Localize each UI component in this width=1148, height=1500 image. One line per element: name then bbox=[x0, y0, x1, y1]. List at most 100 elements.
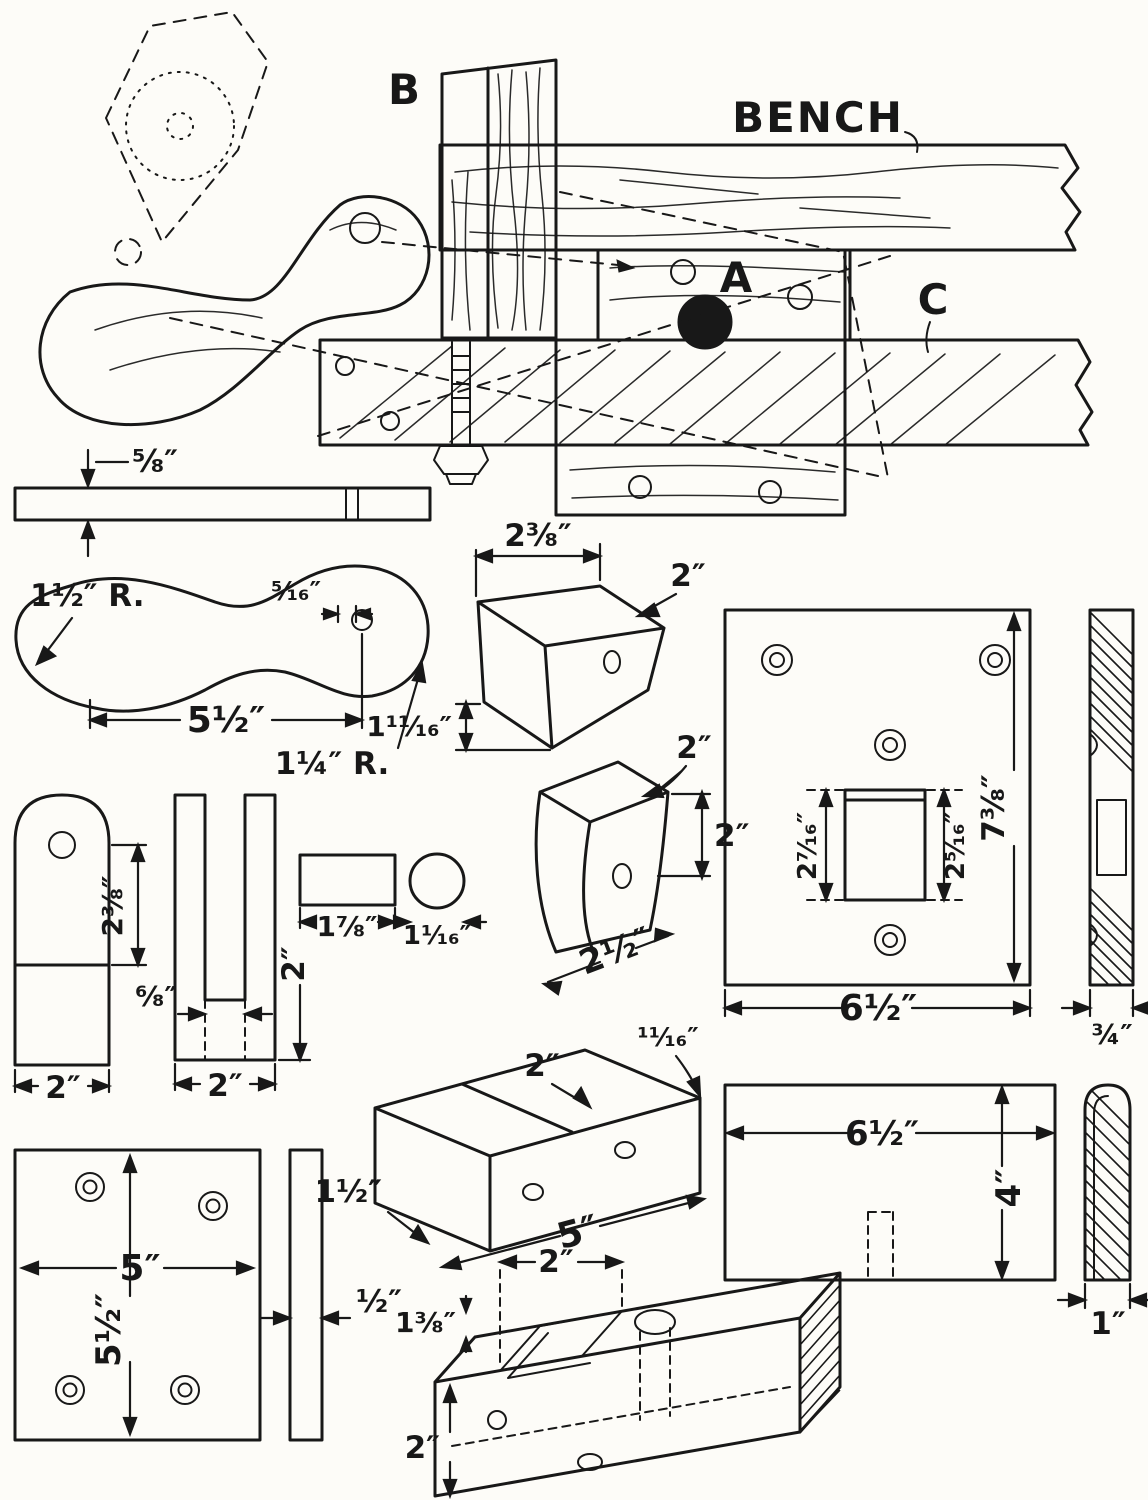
hidden-line bbox=[169, 317, 879, 477]
dim-wedge-width bbox=[472, 542, 604, 598]
part-face-plate-edge: ¾″ bbox=[1060, 608, 1148, 1051]
dim-wedge-depth-arrow bbox=[634, 592, 678, 618]
dim-text: 6½″ bbox=[845, 1114, 919, 1154]
dim-end-radius-arrow bbox=[34, 616, 74, 667]
back-edge-hatch bbox=[1084, 1090, 1131, 1281]
face-plate-slot bbox=[843, 788, 927, 902]
slide-hole bbox=[614, 1141, 636, 1159]
dim-text: 7⅜″ bbox=[976, 774, 1012, 842]
dim-notch-width bbox=[496, 1254, 626, 1270]
face-edge-outline bbox=[1088, 608, 1135, 987]
fork-hidden-slot bbox=[204, 999, 246, 1061]
dim-face-width bbox=[721, 988, 1034, 1018]
dim-text: 2″ bbox=[538, 1244, 574, 1280]
bench-board-outline bbox=[438, 143, 1082, 252]
part-back-plate-edge: 1″ bbox=[1056, 1083, 1148, 1342]
guide-bottom-hole bbox=[577, 1453, 603, 1471]
dim-text: 1¼″ R. bbox=[275, 746, 390, 782]
bench-grain-lines bbox=[451, 164, 1059, 237]
alternate-pivot-circle bbox=[166, 112, 194, 140]
screw-head bbox=[380, 411, 400, 431]
slot-extension-lines bbox=[805, 789, 963, 901]
dim-fork-width bbox=[171, 1062, 279, 1092]
cam-outline bbox=[534, 760, 670, 954]
dim-text: 2″ bbox=[670, 558, 706, 594]
dim-text: 1⅜″ bbox=[395, 1306, 456, 1339]
base-plate-outline bbox=[13, 1148, 262, 1442]
label-part-a: A bbox=[720, 253, 755, 302]
screw-outer bbox=[198, 1191, 228, 1221]
hidden-hole-circle bbox=[114, 238, 142, 266]
bolt-nut bbox=[433, 445, 489, 485]
dim-dowel-dia bbox=[386, 914, 488, 930]
part-handle-bar-side: ⅝″ bbox=[13, 444, 432, 558]
dim-base-width bbox=[18, 1260, 257, 1276]
dim-strip-thickness bbox=[80, 448, 130, 558]
part-cam-block: 2″ 2″ 2½″ bbox=[534, 730, 750, 996]
screw-head bbox=[335, 356, 355, 376]
dim-text: ¾″ bbox=[1091, 1018, 1133, 1051]
part-filler-block: 1⅞″ bbox=[296, 853, 399, 943]
strap-outline bbox=[13, 793, 111, 1067]
dim-text: 2″ bbox=[714, 818, 750, 854]
dim-base-thickness bbox=[258, 1310, 352, 1326]
part-handle-top: 1½″ R. ⁵⁄₁₆″ 5½″ 1¼″ R. bbox=[14, 564, 430, 782]
slide-hole bbox=[522, 1183, 544, 1201]
screw-outer bbox=[979, 644, 1011, 676]
dim-text: ¹¹⁄₁₆″ bbox=[637, 1023, 699, 1053]
dim-text: 1¹¹⁄₁₆″ bbox=[366, 710, 452, 743]
handle-hole bbox=[351, 609, 373, 631]
handle-pivot-hole bbox=[349, 212, 381, 244]
dim-guide-height bbox=[442, 1382, 458, 1500]
screw-head bbox=[758, 480, 782, 504]
dim-text: 2″ bbox=[276, 946, 312, 982]
screw-outer bbox=[75, 1172, 105, 1202]
back-plate-hidden-slot bbox=[867, 1211, 894, 1279]
dim-slot-right bbox=[936, 786, 952, 904]
back-edge-inner-line bbox=[1093, 1095, 1109, 1281]
screw-inner bbox=[882, 932, 898, 948]
base-edge-outline bbox=[288, 1148, 324, 1442]
dim-face-height bbox=[1006, 610, 1022, 984]
label-bench: BENCH bbox=[732, 93, 904, 142]
face-edge-mortise bbox=[1096, 799, 1127, 876]
part-wedge-block: 2⅜″ 2″ 1¹¹⁄₁₆″ bbox=[366, 518, 706, 754]
dim-text: 1⅞″ bbox=[317, 910, 378, 943]
handle-outline bbox=[14, 564, 430, 713]
dim-text: 1¹⁄₁₆″ bbox=[403, 921, 471, 951]
dim-text: 2⅜″ bbox=[504, 518, 572, 554]
dim-text: 4″ bbox=[989, 1169, 1029, 1208]
dim-text: 2⅜″ bbox=[96, 876, 129, 937]
hidden-line bbox=[317, 255, 891, 437]
c-leader bbox=[925, 321, 931, 353]
dim-base-height bbox=[122, 1152, 138, 1438]
hidden-line-arrowhead bbox=[616, 259, 636, 273]
dim-slide-top-arrow bbox=[550, 1082, 593, 1110]
dim-wedge-height bbox=[454, 698, 552, 754]
dim-text: 5½″ bbox=[187, 700, 265, 741]
dim-text: ½″ bbox=[356, 1284, 402, 1320]
dim-cam-depth-arrow bbox=[640, 764, 688, 799]
dim-face-thickness bbox=[1060, 988, 1148, 1018]
guide-notch-lines bbox=[499, 1310, 623, 1379]
dim-strap-upper bbox=[110, 841, 148, 969]
face-edge-hatch bbox=[1089, 611, 1134, 986]
dim-text: 2⁷⁄₁₆″ bbox=[793, 812, 823, 880]
jaw-post-grain bbox=[451, 67, 546, 331]
bolt bbox=[451, 341, 471, 447]
screw-outer bbox=[874, 729, 906, 761]
face-plate-screw-hole bbox=[761, 644, 1011, 956]
assembly-view: B BENCH A C bbox=[38, 11, 1094, 517]
guide-hidden-centerline bbox=[451, 1386, 791, 1447]
screw-inner bbox=[177, 1382, 193, 1398]
strip-joint-ticks bbox=[345, 487, 359, 521]
dim-text: 2″ bbox=[676, 730, 712, 766]
dim-hole-inset bbox=[320, 604, 374, 624]
guide-hidden-hole bbox=[639, 1327, 671, 1421]
dim-text: 2″ bbox=[207, 1068, 243, 1104]
screw-outer bbox=[170, 1375, 200, 1405]
part-face-plate: 7⅜″ 2⁷⁄₁₆″ 2⁵⁄₁₆″ 6½″ bbox=[721, 608, 1034, 1029]
guide-outline bbox=[433, 1271, 842, 1498]
